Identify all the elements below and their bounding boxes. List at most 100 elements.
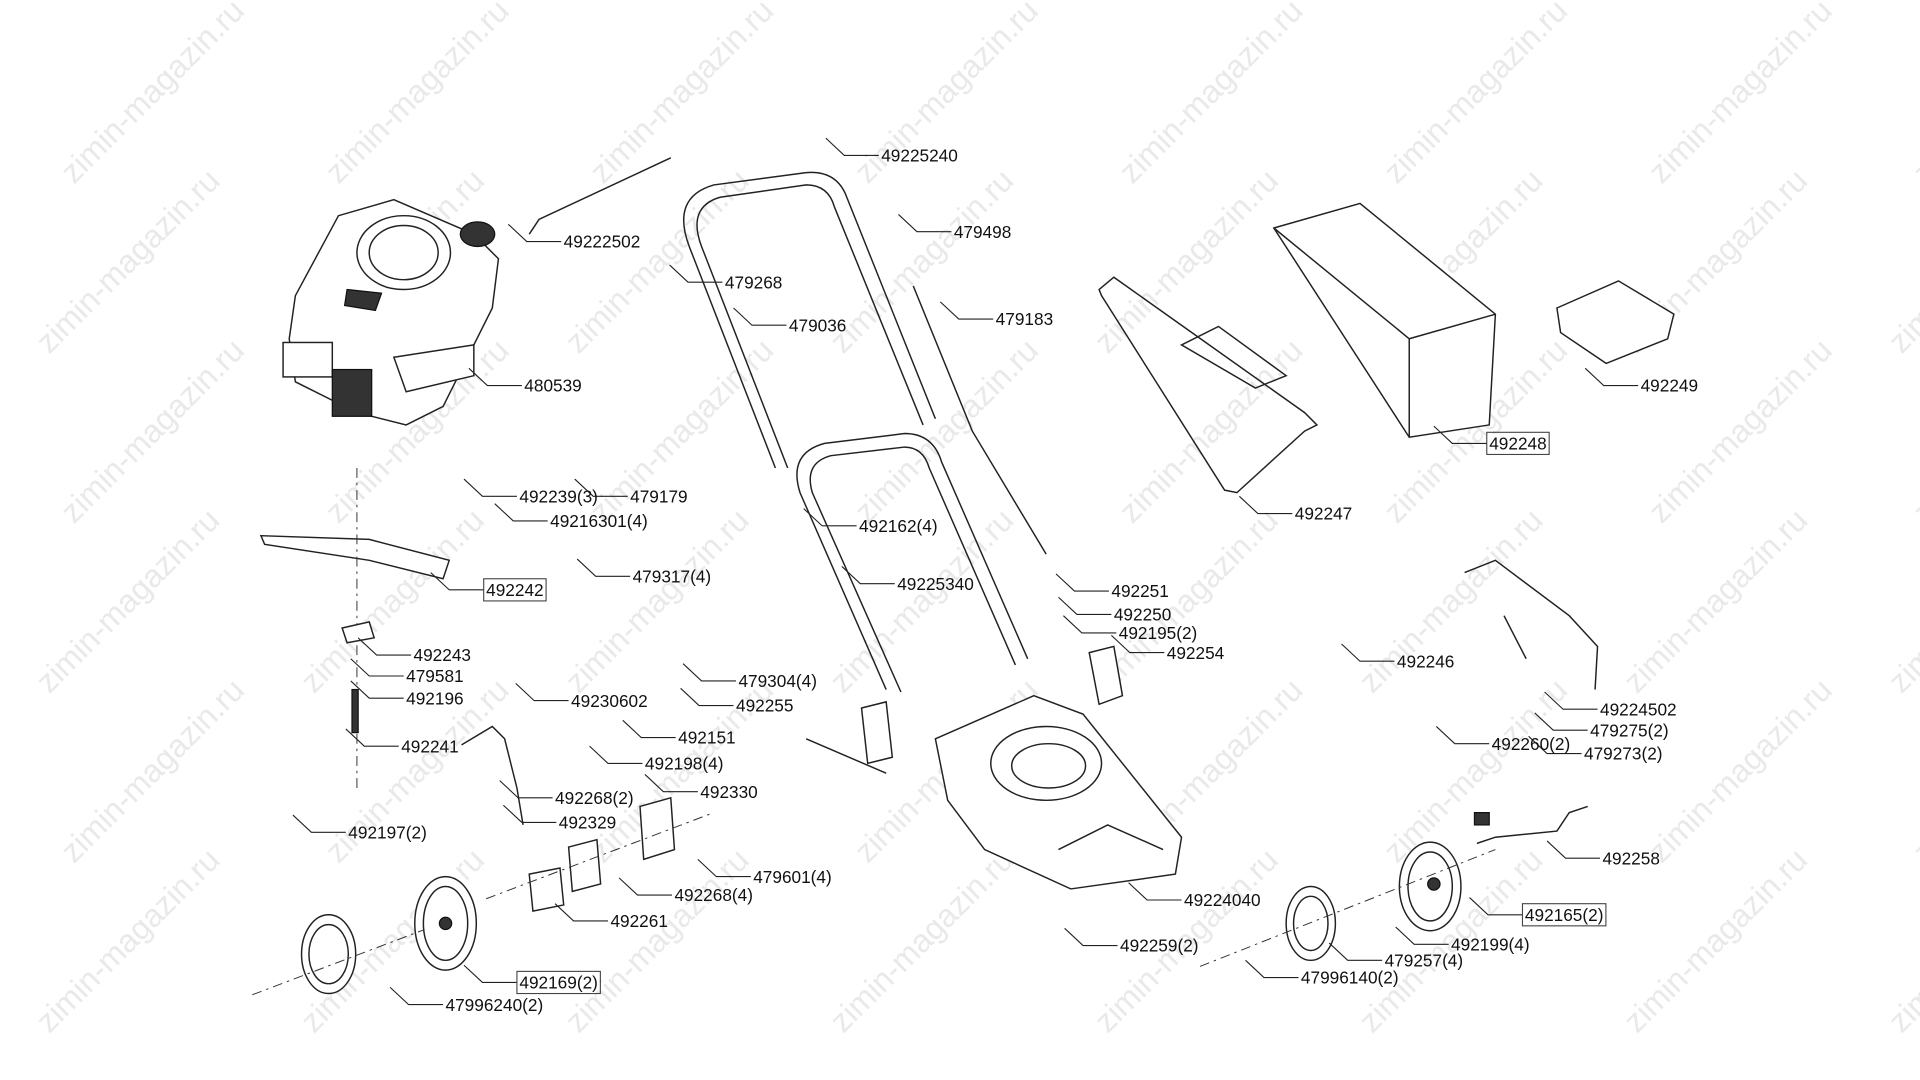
part-label: 492151 <box>678 728 735 748</box>
part-label: 479275(2) <box>1590 720 1669 740</box>
upper-handle-49225240 <box>682 171 937 469</box>
leader-line <box>1328 942 1383 961</box>
leader-line <box>1128 882 1182 901</box>
engine-480539 <box>282 198 500 426</box>
leader-line <box>1528 735 1582 755</box>
part-label: 492330 <box>700 782 757 802</box>
watermark-text: zimin-magazin.ru <box>1906 672 1920 870</box>
leader-line <box>463 964 517 984</box>
wheel-492165 <box>1398 841 1462 932</box>
rod-49222502 <box>528 157 672 235</box>
watermark-text: zimin-magazin.ru <box>29 841 227 1039</box>
leader-line <box>357 637 412 656</box>
bag-cover-492249 <box>1556 280 1675 365</box>
part-label: 492249 <box>1641 376 1698 396</box>
part-label: 492197(2) <box>348 822 427 842</box>
leader-line <box>574 478 628 497</box>
leader-line <box>350 680 404 699</box>
lower-handle-inner-line <box>809 446 1017 693</box>
watermark-text: zimin-magazin.ru <box>318 0 516 190</box>
part-label: 492260(2) <box>1492 734 1571 754</box>
watermark-text: zimin-magazin.ru <box>1881 502 1920 700</box>
watermark-text: zimin-magazin.ru <box>53 0 251 190</box>
leader-line <box>680 687 734 707</box>
watermark-text: zimin-magazin.ru <box>823 841 1021 1039</box>
leader-line <box>576 558 631 577</box>
part-label: 492241 <box>401 736 458 756</box>
part-label: 479317(4) <box>633 566 712 586</box>
part-label: 480539 <box>524 376 581 396</box>
watermark-text: zimin-magazin.ru <box>1906 0 1920 190</box>
bag-frame-492247 <box>1098 276 1319 494</box>
part-label: 492242 <box>486 580 543 600</box>
part-label: 479268 <box>725 272 782 292</box>
leader-line <box>733 307 787 326</box>
watermark-text: zimin-magazin.ru <box>29 162 227 360</box>
part-label: 479304(4) <box>738 671 817 691</box>
leader-line <box>898 214 952 233</box>
watermark-text: zimin-magazin.ru <box>558 502 756 700</box>
part-label: 492239(3) <box>519 486 598 506</box>
spring-492246 <box>1503 615 1527 660</box>
part-label: 492243 <box>414 645 471 665</box>
watermark-text: zimin-magazin.ru <box>1376 0 1574 190</box>
watermark-text: zimin-magazin.ru <box>1376 672 1574 870</box>
label-box <box>1521 903 1607 927</box>
watermark-text: zimin-magazin.ru <box>29 502 227 700</box>
part-label: 492195(2) <box>1119 623 1198 643</box>
leader-lines <box>292 137 1639 1006</box>
watermark-text: zimin-magazin.ru <box>1906 332 1920 530</box>
leader-line <box>841 566 895 585</box>
leader-line <box>1111 634 1165 654</box>
leader-line <box>515 682 569 702</box>
leader-line <box>1063 615 1117 634</box>
leader-line <box>669 264 723 283</box>
bag-frame-insert <box>1179 325 1288 389</box>
axle-492258 <box>1476 805 1588 845</box>
blade-bolt-492241 <box>351 688 359 734</box>
watermark-text: zimin-magazin.ru <box>53 672 251 870</box>
watermark-text: zimin-magazin.ru <box>1641 0 1839 190</box>
part-label: 492248 <box>1489 434 1546 454</box>
blade-adapter-492243 <box>341 620 376 644</box>
part-label: 492247 <box>1295 504 1352 524</box>
plate-492151 <box>805 738 887 774</box>
leader-line <box>507 223 562 243</box>
leader-line <box>1546 840 1600 859</box>
leader-line <box>1341 643 1395 662</box>
bracket-492255 <box>860 700 894 765</box>
leader-line <box>803 508 857 527</box>
leader-line <box>1584 367 1639 387</box>
grass-bag-492248 <box>1272 202 1497 439</box>
plate-492261 <box>528 867 565 912</box>
leader-line <box>499 780 553 799</box>
bracket-492254 <box>1088 645 1124 706</box>
part-label: 492254 <box>1167 643 1225 663</box>
leader-line <box>292 814 346 833</box>
part-label: 492250 <box>1114 605 1171 625</box>
leader-line <box>345 728 399 747</box>
leader-line <box>618 877 672 896</box>
part-label: 49224040 <box>1184 890 1261 910</box>
part-label: 479601(4) <box>753 867 832 887</box>
watermark-text: zimin-magazin.ru <box>1087 162 1285 360</box>
part-label: 492268(4) <box>674 885 753 905</box>
leader-line <box>1433 425 1487 444</box>
lever-49230602 <box>461 725 524 826</box>
part-label: 49225240 <box>881 146 958 166</box>
leader-line <box>1435 726 1490 745</box>
part-label: 492268(2) <box>555 788 634 808</box>
watermark-text: zimin-magazin.ru <box>1881 162 1920 360</box>
part-label: 47996140(2) <box>1301 968 1399 988</box>
leader-line <box>554 903 608 922</box>
label-box <box>483 578 547 602</box>
part-label: 479273(2) <box>1584 744 1663 764</box>
watermark-text: zimin-magazin.ru <box>1881 841 1920 1039</box>
part-label: 49225340 <box>897 574 974 594</box>
leader-line <box>389 986 444 1006</box>
leader-line <box>682 663 736 682</box>
watermark-text: zimin-magazin.ru <box>53 332 251 530</box>
part-label: 49224502 <box>1600 699 1677 719</box>
part-label: 479581 <box>406 666 463 686</box>
